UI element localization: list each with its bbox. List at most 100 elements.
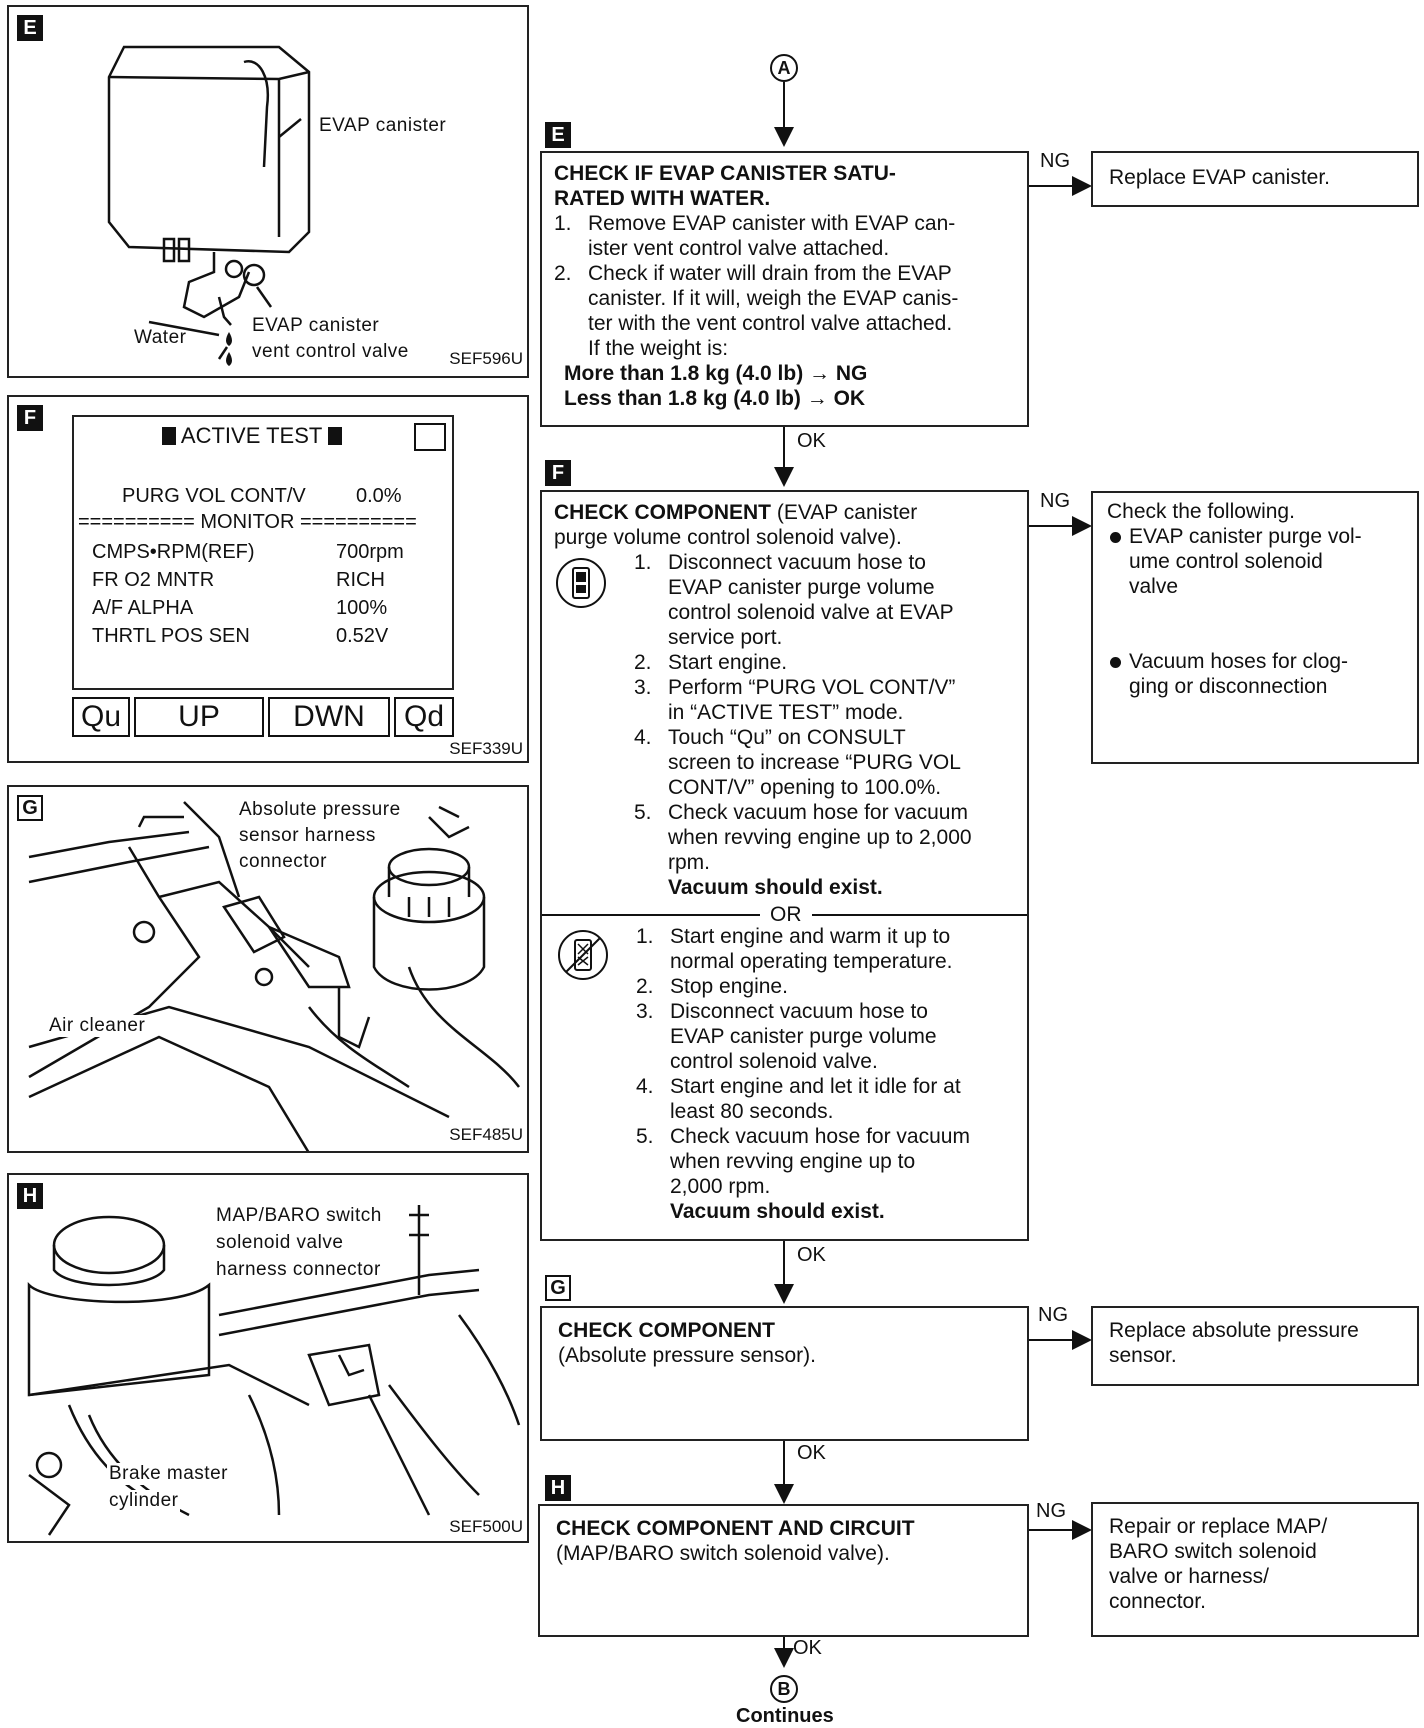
dwn-button[interactable]: DWN (268, 697, 390, 737)
screen-corner-box (414, 423, 446, 451)
step-g-ng-box: Replace absolute pressure sensor. (1091, 1306, 1419, 1386)
step-f-title-2: purge volume control solenoid valve). (554, 526, 902, 549)
figure-tag-h: H (17, 1183, 43, 1209)
step-e-title-2: RATED WITH WATER. (554, 187, 771, 210)
step-f-item: 1. Start engine and warm it up to normal… (636, 925, 953, 973)
step-f-item: 4. Touch “Qu” on CONSULT screen to incre… (634, 726, 961, 799)
step-h-sub: (MAP/BARO switch solenoid valve). (556, 1542, 890, 1565)
step-g-sub: (Absolute pressure sensor). (558, 1344, 816, 1367)
step-f-box: CHECK COMPONENT (EVAP canister purge vol… (540, 490, 1029, 1241)
step-f-ng-bullet: EVAP canister purge vol- ume control sol… (1107, 524, 1403, 599)
consult-icon (556, 558, 606, 608)
monitor-row-value: 700rpm (336, 541, 404, 563)
step-f-item: 5. Check vacuum hose for vacuum when rev… (634, 800, 1024, 900)
monitor-row-value: RICH (336, 569, 385, 591)
step-h-ng-line: connector. (1109, 1590, 1206, 1613)
step-e-item: 2. Check if water will drain from the EV… (554, 262, 959, 360)
qu-button[interactable]: Qu (72, 697, 130, 737)
ok-label: OK (797, 1244, 826, 1266)
step-e-title-1: CHECK IF EVAP CANISTER SATU- (554, 162, 896, 185)
step-e-ng-action: Replace EVAP canister. (1109, 166, 1331, 189)
screen-title-row: ACTIVE TEST (162, 423, 343, 449)
monitor-divider: ========== MONITOR ========== (78, 511, 417, 533)
label-evap-canister: EVAP canister (319, 115, 447, 136)
step-f-title-1: CHECK COMPONENT (EVAP canister (554, 501, 918, 524)
step-f-ng-box: Check the following. EVAP canister purge… (1091, 491, 1419, 764)
step-e-result-ok: Less than 1.8 kg (4.0 lb) → OK (564, 387, 866, 410)
purge-label: PURG VOL CONT/V (122, 485, 306, 507)
monitor-row-label: THRTL POS SEN (92, 625, 250, 647)
up-button[interactable]: UP (134, 697, 264, 737)
label-evap-canister-vent-1: EVAP canister (252, 315, 380, 336)
monitor-row-value: 0.52V (336, 625, 389, 647)
label-map-baro-2: solenoid valve (214, 1232, 346, 1254)
label-water: Water (134, 327, 187, 348)
label-absolute-pressure-3: connector (237, 851, 329, 873)
qd-button[interactable]: Qd (394, 697, 454, 737)
label-map-baro-3: harness connector (214, 1259, 383, 1281)
ng-label: NG (1038, 1304, 1068, 1326)
step-f-consult-list: 1. Disconnect vacuum hose to EVAP canist… (634, 550, 1024, 900)
step-f-no-consult-list: 1. Start engine and warm it up to normal… (636, 924, 1026, 1224)
evap-canister-illustration (107, 45, 311, 366)
step-g-ng-line: sensor. (1109, 1344, 1177, 1367)
step-f-item: 3. Perform “PURG VOL CONT/V” in “ACTIVE … (634, 676, 956, 724)
connector-a-label: A (777, 58, 791, 78)
connector-b-label: B (777, 1679, 791, 1699)
ng-label: NG (1040, 490, 1070, 512)
step-tag-f: F (545, 460, 571, 486)
step-h-ng-line: BARO switch solenoid (1109, 1540, 1317, 1563)
or-label: OR (760, 902, 812, 927)
step-h-ng-line: valve or harness/ (1109, 1565, 1269, 1588)
label-evap-canister-vent-2: vent control valve (252, 341, 409, 362)
step-f-consult-result: Vacuum should exist. (668, 876, 883, 899)
no-consult-icon (558, 930, 608, 980)
label-brake-master-2: cylinder (107, 1490, 181, 1512)
step-tag-e: E (545, 122, 571, 148)
screen-title: ACTIVE TEST (180, 423, 322, 448)
consult-screen: ACTIVE TEST PURG VOL CONT/V 0.0% =======… (72, 415, 454, 690)
step-e-box: CHECK IF EVAP CANISTER SATU- RATED WITH … (540, 151, 1029, 427)
step-f-ng-title: Check the following. (1107, 500, 1295, 523)
step-h-ng-line: Repair or replace MAP/ (1109, 1515, 1328, 1538)
step-h-ng-box: Repair or replace MAP/ BARO switch solen… (1091, 1502, 1419, 1637)
step-tag-g: G (545, 1275, 571, 1301)
step-g-box: CHECK COMPONENT (Absolute pressure senso… (540, 1306, 1029, 1441)
step-f-item: 5. Check vacuum hose for vacuum when rev… (636, 1124, 1026, 1224)
step-tag-h: H (545, 1475, 571, 1501)
figure-tag-f: F (17, 405, 43, 431)
label-absolute-pressure-1: Absolute pressure (237, 799, 403, 821)
step-e-item: 1. Remove EVAP canister with EVAP can- i… (554, 212, 956, 260)
monitor-row-label: FR O2 MNTR (92, 569, 215, 591)
ng-label: NG (1036, 1500, 1066, 1522)
figure-f-consult-screen: F ACTIVE TEST PURG VOL CONT/V 0.0% =====… (7, 395, 529, 763)
purge-value: 0.0% (356, 485, 402, 507)
step-f-ng-bullet: Vacuum hoses for clog- ging or disconnec… (1107, 649, 1403, 699)
figure-tag-g: G (17, 795, 43, 821)
monitor-row-value: 100% (336, 597, 388, 619)
step-e-result-ng: More than 1.8 kg (4.0 lb) → NG (564, 362, 868, 385)
ng-label: NG (1040, 150, 1070, 172)
figure-code-e: SEF596U (449, 349, 523, 368)
figure-tag-e: E (17, 15, 43, 41)
figure-e-evap-canister: E EVAP canister EVAP canister vent contr… (7, 5, 529, 378)
step-e-ng-box: Replace EVAP canister. (1091, 151, 1419, 207)
brake-master-illustration (27, 1205, 521, 1536)
figure-code-h: SEF500U (449, 1517, 523, 1536)
step-f-item: 4. Start engine and let it idle for at l… (636, 1075, 961, 1123)
label-absolute-pressure-2: sensor harness (237, 825, 378, 847)
label-air-cleaner: Air cleaner (47, 1015, 148, 1037)
step-g-ng-line: Replace absolute pressure (1109, 1319, 1359, 1342)
step-f-item: 3. Disconnect vacuum hose to EVAP canist… (636, 1000, 937, 1073)
monitor-row-label: CMPS•RPM(REF) (92, 541, 255, 563)
step-g-title: CHECK COMPONENT (558, 1319, 776, 1342)
step-h-title: CHECK COMPONENT AND CIRCUIT (556, 1517, 915, 1540)
label-brake-master-1: Brake master (107, 1463, 230, 1485)
step-h-box: CHECK COMPONENT AND CIRCUIT (MAP/BARO sw… (538, 1504, 1029, 1637)
step-f-noconsult-result: Vacuum should exist. (670, 1200, 885, 1223)
step-f-item: 2. Stop engine. (636, 975, 788, 998)
ok-label: OK (797, 430, 826, 452)
figure-code-g: SEF485U (449, 1125, 523, 1144)
figure-h-map-baro-switch: H MAP/BARO switch solenoid valve harness… (7, 1173, 529, 1543)
ok-label: OK (797, 1442, 826, 1464)
